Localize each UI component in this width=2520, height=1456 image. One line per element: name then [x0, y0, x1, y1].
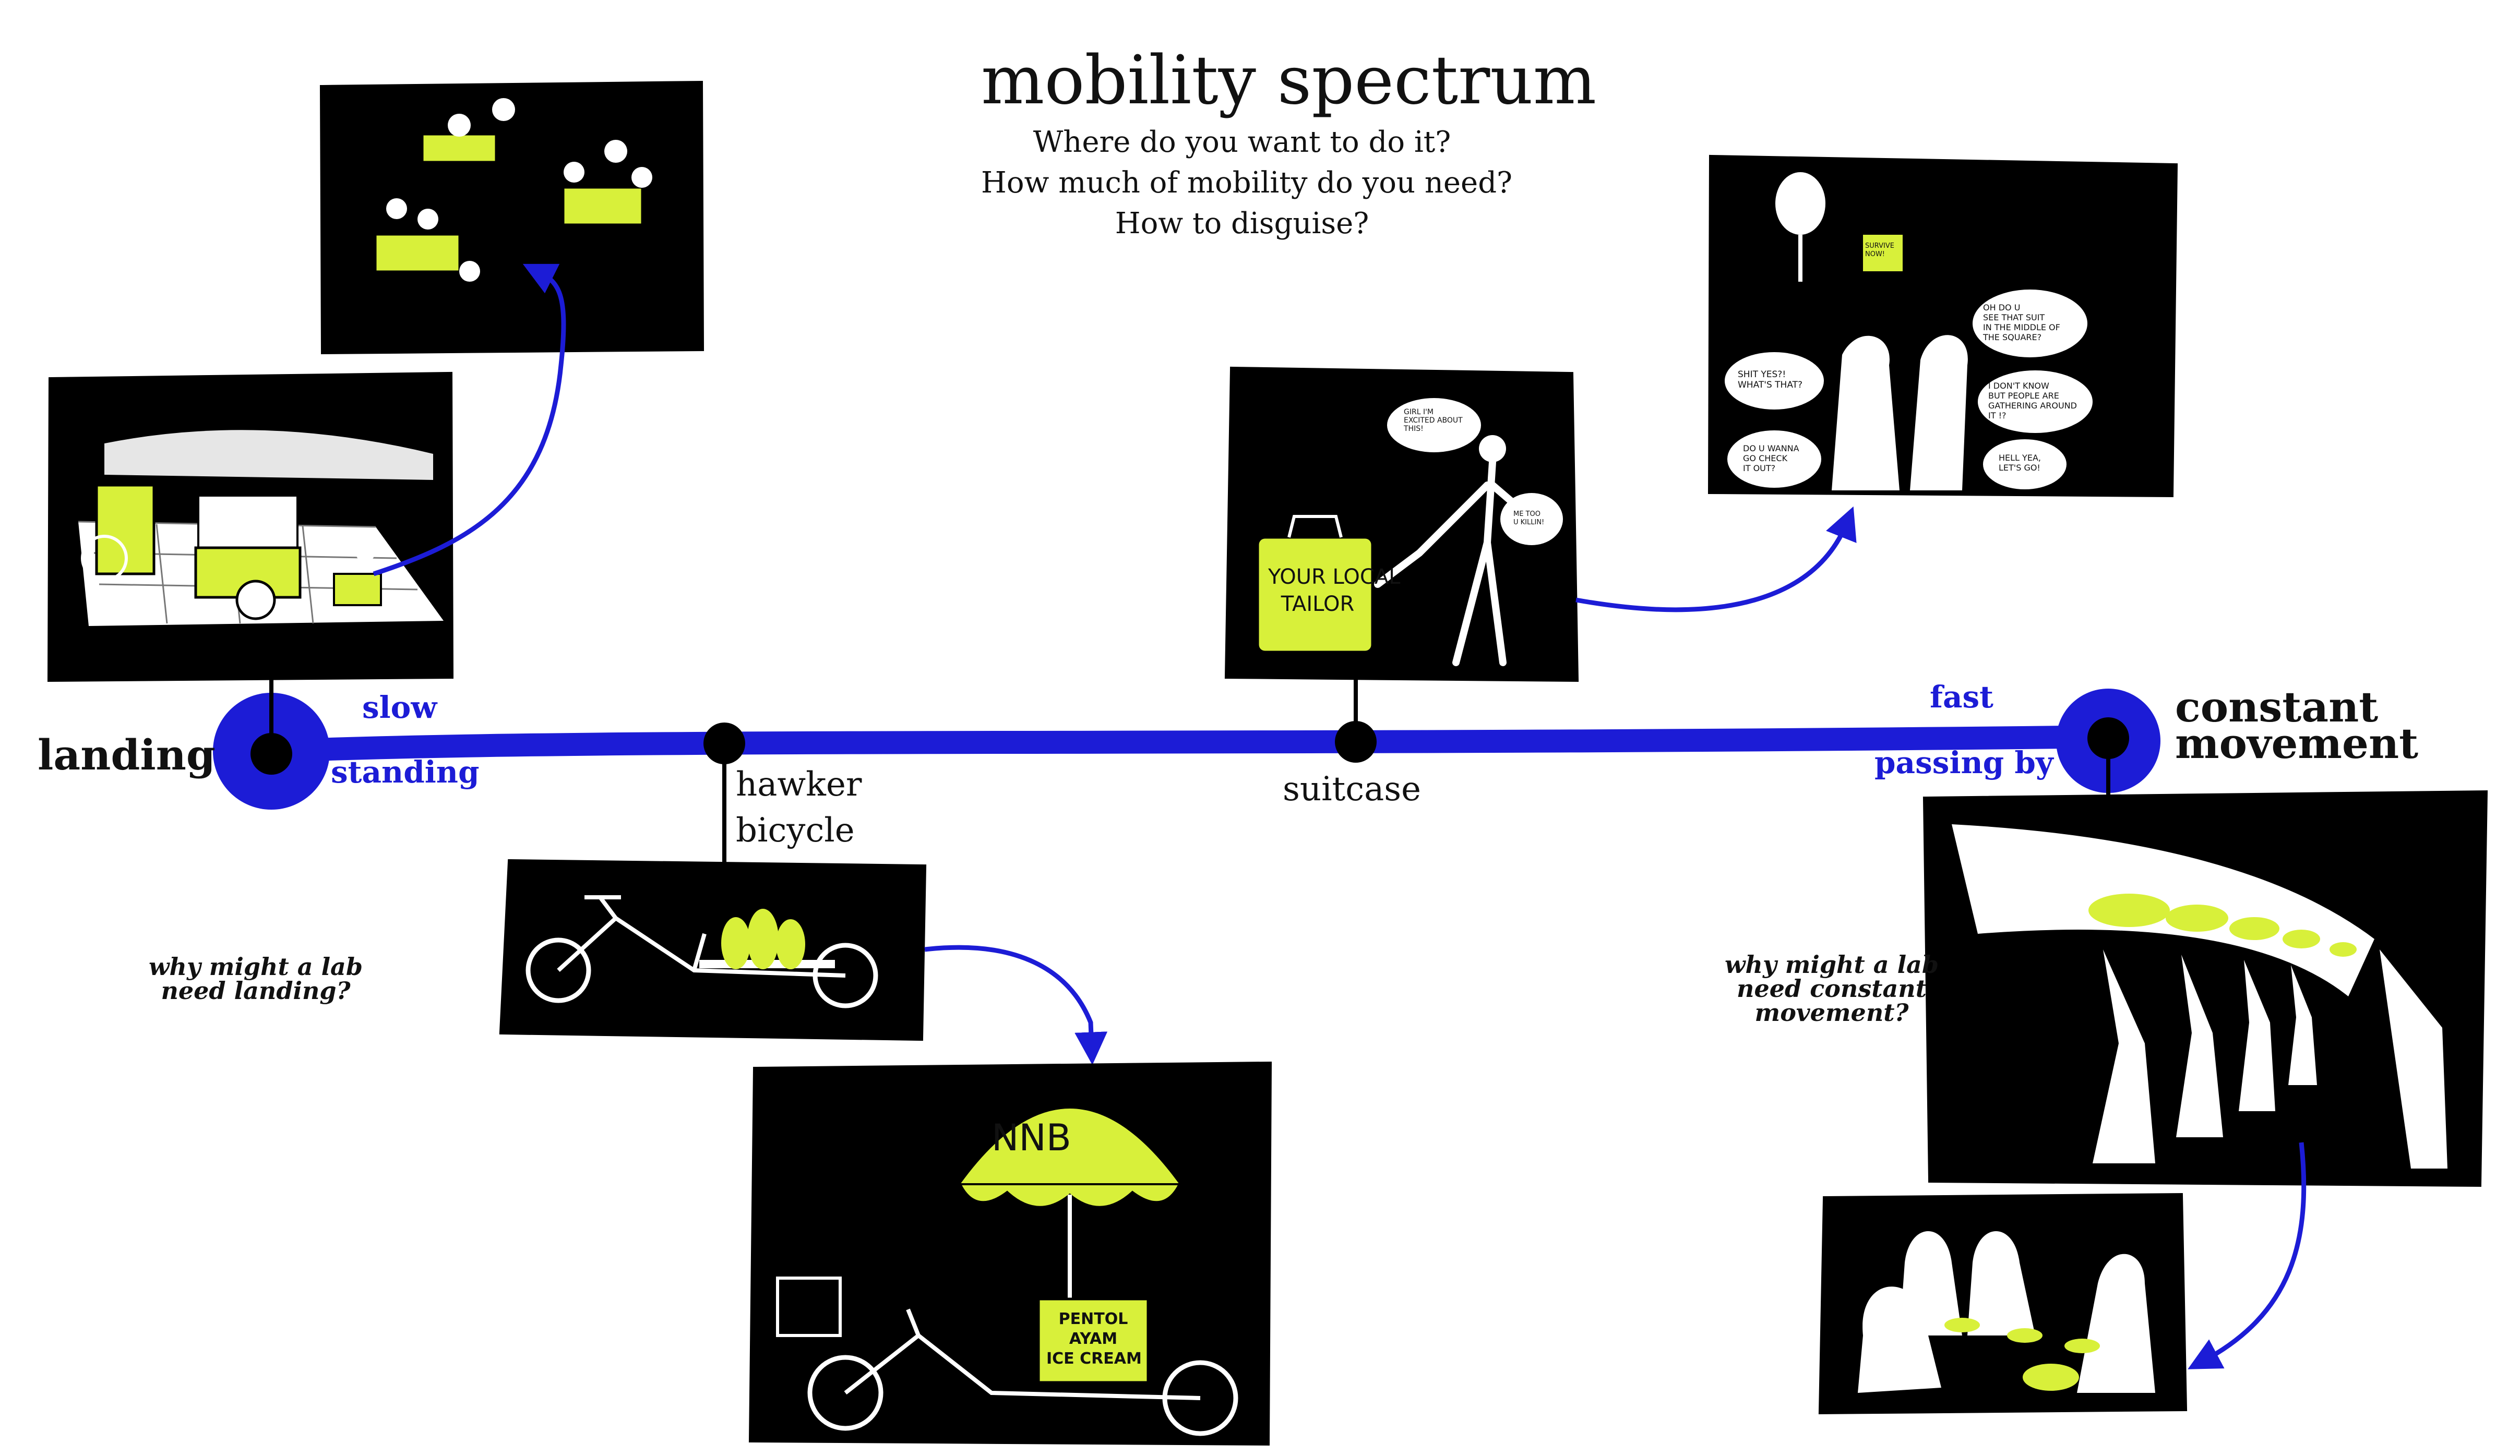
hawker-bicycle-panel — [499, 859, 927, 1041]
tables-panel — [319, 80, 704, 355]
bubble-line: GO CHECK — [1743, 453, 1788, 463]
chat-bubble-d: DO U WANNA GO CHECK IT OUT? — [1743, 443, 1799, 473]
suitcase-sign: YOUR LOCAL TAILOR — [1268, 563, 1401, 618]
question-line: why might a lab — [1724, 950, 1939, 979]
suitcase-panel — [1224, 366, 1579, 682]
bubble-line: WHAT'S THAT? — [1738, 380, 1803, 390]
chat-bubble-a: SHIT YES?! WHAT'S THAT? — [1738, 369, 1802, 390]
bubble-line: GIRL I'M — [1404, 408, 1434, 416]
subtitle-line-3: How to disguise? — [1115, 207, 1369, 240]
bubble-line: ME TOO — [1513, 510, 1540, 518]
arrow-suitcase-to-square — [1575, 506, 1857, 612]
sign-line: NOW! — [1865, 250, 1885, 258]
square-sign: SURVIVE NOW! — [1865, 242, 1894, 259]
landing-stall-panel — [47, 371, 454, 682]
bubble-line: THIS! — [1404, 425, 1424, 433]
sign-line: TAILOR — [1281, 592, 1355, 616]
icecream-box-sign: PENTOL AYAM ICE CREAM — [1046, 1309, 1142, 1369]
sign-line: YOUR LOCAL — [1268, 565, 1401, 589]
hawker-label-line: bicycle — [736, 811, 855, 850]
hawker-bicycle-label: hawker bicycle — [736, 762, 862, 853]
suitcase-bubble-girl: GIRL I'M EXCITED ABOUT THIS! — [1404, 408, 1463, 433]
spectrum-line — [260, 725, 2120, 763]
bubble-line: IN THE MIDDLE OF — [1983, 322, 2060, 332]
chat-bubble-e: HELL YEA, LET'S GO! — [1999, 453, 2041, 473]
arrow-hawker-to-icecream — [924, 945, 1108, 1065]
square-conversation-panel — [1707, 154, 2178, 498]
sign-line: AYAM — [1069, 1330, 1118, 1348]
bubble-line: EXCITED ABOUT — [1404, 416, 1463, 425]
bubble-line: I DON'T KNOW — [1988, 381, 2049, 391]
question-line: movement? — [1754, 998, 1909, 1027]
bubble-line: SHIT YES?! — [1738, 369, 1786, 380]
movement-label-line: movement — [2175, 719, 2419, 768]
landing-question: why might a lab need landing? — [141, 955, 371, 1003]
bubble-line: IT !? — [1988, 411, 2007, 420]
sign-line: ICE CREAM — [1046, 1350, 1142, 1368]
question-line: need landing? — [161, 977, 351, 1005]
fast-label: fast — [1930, 679, 1993, 715]
subtitle-line-1: Where do you want to do it? — [1033, 125, 1451, 159]
arrow-procession-to-circle — [2188, 1142, 2307, 1369]
chat-bubble-b: OH DO U SEE THAT SUIT IN THE MIDDLE OF T… — [1983, 303, 2060, 342]
slow-label: slow — [362, 690, 437, 725]
movement-label-line: constant — [2175, 682, 2379, 731]
bubble-line: THE SQUARE? — [1983, 332, 2042, 342]
umbrella-text: NNB — [992, 1116, 1071, 1159]
suitcase-label: suitcase — [1283, 770, 1421, 809]
sign-line: SURVIVE — [1865, 242, 1894, 250]
bubble-line: U KILLIN! — [1513, 519, 1545, 526]
page-title: mobility spectrum — [981, 42, 1597, 119]
movement-question: why might a lab need constant movement? — [1717, 953, 1946, 1025]
procession-panel — [1922, 790, 2488, 1187]
constant-movement-label: constant movement — [2175, 682, 2419, 768]
bubble-line: LET'S GO! — [1999, 463, 2040, 473]
question-line: why might a lab — [148, 953, 363, 981]
hawker-label-line: hawker — [736, 765, 862, 804]
sitting-circle-panel — [1818, 1193, 2188, 1415]
chat-bubble-c: I DON'T KNOW BUT PEOPLE ARE GATHERING AR… — [1988, 381, 2077, 420]
question-line: need constant — [1737, 974, 1927, 1003]
bubble-line: GATHERING AROUND — [1988, 401, 2077, 411]
bubble-line: BUT PEOPLE ARE — [1988, 391, 2059, 401]
standing-label: standing — [331, 754, 480, 790]
subtitle-line-2: How much of mobility do you need? — [981, 166, 1513, 200]
bubble-line: DO U WANNA — [1743, 443, 1799, 453]
bubble-line: SEE THAT SUIT — [1983, 312, 2045, 322]
passing-by-label: passing by — [1874, 745, 2053, 780]
sign-line: PENTOL — [1058, 1310, 1128, 1328]
bubble-line: IT OUT? — [1743, 463, 1776, 473]
icecream-cart-panel — [748, 1061, 1272, 1446]
arrow-landing-to-tables — [373, 263, 566, 576]
suitcase-bubble-me-too: ME TOO U KILLIN! — [1513, 510, 1544, 527]
landing-label: landing — [38, 730, 216, 779]
bubble-line: HELL YEA, — [1999, 453, 2041, 463]
bubble-line: OH DO U — [1983, 303, 2021, 312]
